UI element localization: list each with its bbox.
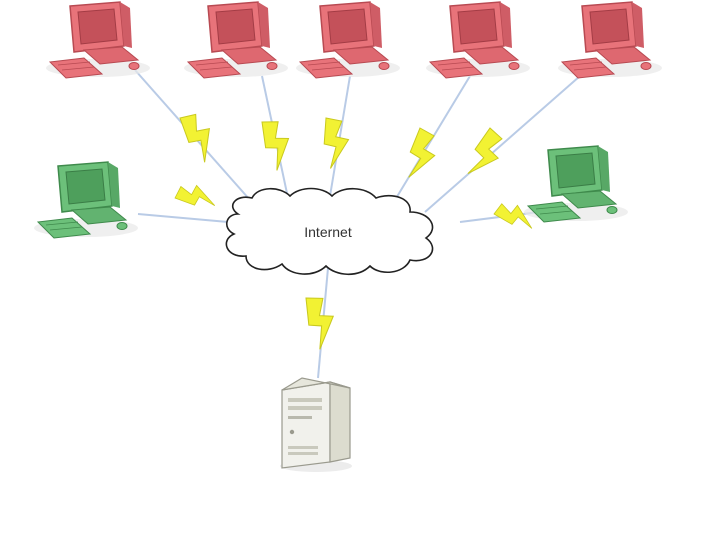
link-line-red-3 <box>329 75 351 197</box>
computers-red <box>45 1 663 79</box>
computer-icon <box>33 161 139 239</box>
lightning-icon <box>400 127 443 184</box>
lightning-icon <box>179 109 221 166</box>
link-lines <box>134 69 581 379</box>
cloud-shape <box>225 187 434 276</box>
computer-icon <box>183 1 289 79</box>
lightning-icon <box>305 294 338 351</box>
computer-icon <box>557 1 663 79</box>
server-icon <box>280 377 352 472</box>
lightning-icon <box>174 179 220 213</box>
computer-icon <box>523 145 629 223</box>
cloud-label: Internet <box>304 224 352 240</box>
link-line-red-5 <box>424 75 581 213</box>
computer-icon <box>45 1 151 79</box>
internet-cloud: Internet <box>225 187 434 276</box>
lightning-icon <box>261 118 294 173</box>
link-line-green-left <box>137 213 229 223</box>
computer-icon <box>295 1 401 79</box>
computer-icon <box>425 1 531 79</box>
